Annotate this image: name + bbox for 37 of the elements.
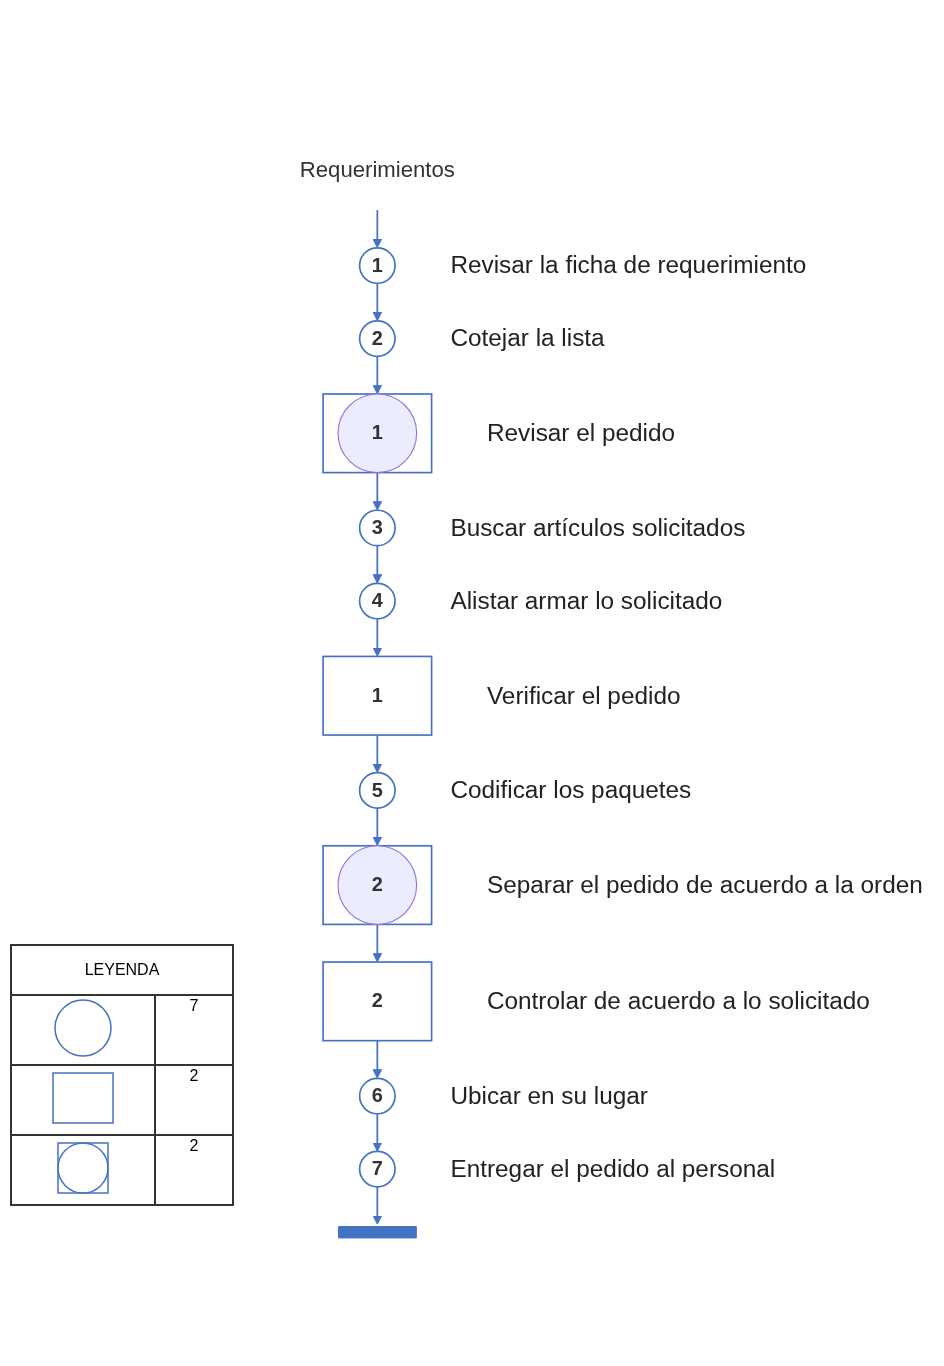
legend-count: 2 xyxy=(189,1137,199,1154)
step-description: Alistar armar lo solicitado xyxy=(450,586,723,614)
step-description: Buscar artículos solicitados xyxy=(450,513,746,541)
node-box: 1 xyxy=(322,655,433,736)
node-circle: 4 xyxy=(358,582,396,620)
step-description: Codificar los paquetes xyxy=(450,776,692,804)
arrow xyxy=(372,734,383,774)
legend-title: LEYENDA xyxy=(84,961,160,978)
node-circle: 5 xyxy=(358,771,396,809)
step-description: Entregar el pedido al personal xyxy=(450,1154,776,1182)
arrow xyxy=(372,923,383,963)
node-circle: 2 xyxy=(358,320,396,358)
step-description: Separar el pedido de acuerdo a la orden xyxy=(486,870,923,898)
arrow xyxy=(372,1039,383,1079)
arrow xyxy=(372,471,383,511)
arrow xyxy=(372,1112,383,1152)
arrow xyxy=(372,282,383,322)
step-description: Revisar el pedido xyxy=(486,419,676,447)
arrow xyxy=(372,807,383,847)
step-description: Controlar de acuerdo a lo solicitado xyxy=(486,987,870,1015)
arrow xyxy=(372,209,383,249)
arrow xyxy=(372,1185,383,1225)
step-description: Verificar el pedido xyxy=(486,681,681,709)
node-circle: 1 xyxy=(358,246,396,285)
node-circle: 3 xyxy=(358,509,396,547)
node-circle: 7 xyxy=(358,1150,396,1188)
arrow xyxy=(372,617,383,657)
legend-count: 2 xyxy=(189,1067,199,1084)
step-description: Revisar la ficha de requerimiento xyxy=(450,251,807,279)
node-circle: 6 xyxy=(358,1077,396,1115)
arrow xyxy=(372,544,383,584)
step-description: Cotejar la lista xyxy=(450,324,605,352)
node-box: 2 xyxy=(322,961,433,1042)
step-description: Ubicar en su lugar xyxy=(450,1081,648,1109)
legend-count: 7 xyxy=(189,997,199,1014)
node-text: Requerimientos xyxy=(299,157,455,182)
arrow xyxy=(372,355,383,395)
